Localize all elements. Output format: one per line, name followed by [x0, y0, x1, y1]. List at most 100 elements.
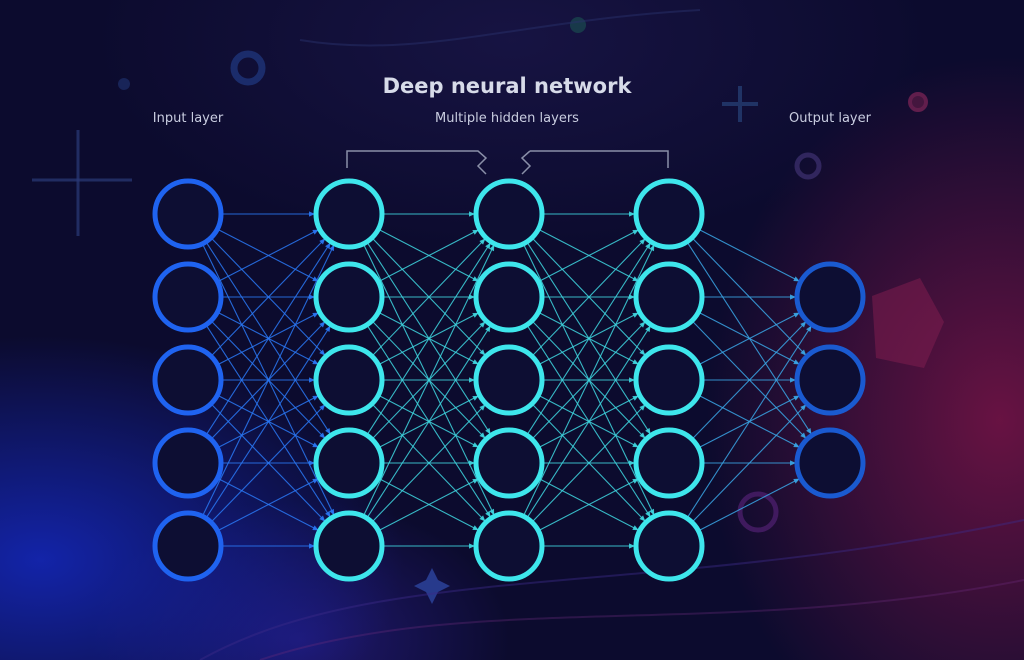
connection-arrowhead	[469, 460, 475, 466]
connection-line	[526, 326, 651, 519]
output-node	[794, 344, 866, 416]
connection-arrowhead	[489, 244, 495, 252]
connection-line	[217, 229, 319, 283]
connection-line	[210, 404, 325, 523]
connection-line	[698, 311, 800, 365]
connection-arrowhead	[639, 515, 646, 522]
connection-line	[538, 394, 639, 448]
connection-arrowhead	[793, 478, 800, 484]
connection-arrowhead	[629, 460, 635, 466]
connection-line	[205, 326, 331, 519]
connection-arrowhead	[319, 238, 326, 245]
connection-arrowhead	[479, 321, 486, 328]
connection-line	[538, 311, 639, 365]
connection-arrowhead	[645, 325, 651, 333]
connection-arrowhead	[485, 242, 491, 250]
connection-arrowhead	[800, 349, 807, 356]
connection-arrowhead	[485, 427, 491, 435]
hidden-node	[633, 261, 705, 333]
hidden-node	[313, 178, 385, 250]
connection-line	[691, 404, 806, 523]
connection-line	[217, 477, 319, 531]
hidden-node	[633, 510, 705, 582]
connection-arrowhead	[632, 395, 639, 401]
connection-arrowhead	[312, 359, 319, 365]
input-node	[152, 510, 224, 582]
connection-line	[378, 477, 479, 531]
swoosh-decor-3	[299, 9, 701, 47]
nodes-group	[152, 178, 866, 582]
connection-line	[210, 238, 325, 357]
connection-arrowhead	[649, 244, 655, 252]
connection-arrowhead	[479, 404, 486, 411]
connection-arrowhead	[793, 395, 800, 401]
hidden-node	[473, 510, 545, 582]
connection-arrowhead	[479, 432, 486, 439]
ring-decor-3	[737, 491, 779, 533]
connection-line	[698, 312, 800, 366]
connection-arrowhead	[639, 404, 646, 411]
connection-arrowhead	[793, 276, 800, 282]
connection-arrowhead	[489, 508, 495, 516]
connection-arrowhead	[472, 359, 479, 365]
star-decor	[414, 568, 450, 604]
connection-arrowhead	[800, 321, 807, 328]
hidden-node	[473, 427, 545, 499]
connection-arrowhead	[472, 312, 479, 318]
ring-decor-2	[794, 152, 822, 180]
connection-line	[538, 229, 639, 283]
connection-arrowhead	[319, 432, 326, 439]
diagram-title: Deep neural network	[382, 74, 632, 98]
connection-arrowhead	[309, 377, 315, 383]
connections-group	[201, 211, 812, 549]
connection-line	[686, 326, 812, 519]
connection-arrowhead	[319, 404, 326, 411]
connection-line	[201, 245, 335, 517]
connection-arrowhead	[325, 325, 331, 332]
hidden-node	[633, 344, 705, 416]
connection-arrowhead	[649, 508, 655, 516]
connection-line	[538, 478, 639, 532]
connection-arrowhead	[319, 321, 326, 328]
connection-arrowhead	[312, 312, 319, 318]
hidden-node	[313, 261, 385, 333]
connection-arrowhead	[806, 325, 812, 332]
connection-arrowhead	[485, 325, 491, 333]
dot-decor-1	[908, 92, 928, 112]
connection-arrowhead	[793, 359, 800, 365]
connection-arrowhead	[645, 242, 651, 250]
connection-arrowhead	[319, 349, 326, 356]
hidden-node	[313, 510, 385, 582]
hidden-node	[473, 178, 545, 250]
connection-line	[538, 477, 639, 531]
connection-arrowhead	[329, 244, 335, 252]
connection-arrowhead	[793, 442, 800, 448]
connection-arrowhead	[329, 508, 335, 516]
connection-arrowhead	[632, 478, 639, 484]
connection-arrowhead	[485, 510, 491, 518]
connection-line	[698, 228, 800, 282]
connection-arrowhead	[472, 229, 479, 235]
output-layer-label: Output layer	[789, 111, 871, 126]
connection-arrowhead	[469, 294, 475, 300]
connection-line	[371, 320, 486, 439]
input-layer-label: Input layer	[152, 111, 224, 126]
connection-line	[698, 394, 800, 448]
connection-arrowhead	[472, 525, 479, 531]
hidden-layers-bracket	[346, 150, 669, 175]
connection-arrowhead	[319, 515, 326, 522]
connection-arrowhead	[629, 294, 635, 300]
connection-arrowhead	[309, 211, 315, 217]
connection-line	[531, 320, 646, 439]
connection-arrowhead	[312, 395, 319, 401]
output-node	[794, 261, 866, 333]
connection-arrowhead	[790, 294, 796, 300]
connection-line	[378, 228, 479, 282]
connection-line	[210, 237, 325, 356]
connection-line	[217, 311, 319, 365]
connection-arrowhead	[645, 427, 651, 435]
connection-line	[526, 243, 651, 436]
connection-arrowhead	[632, 442, 639, 448]
ring-decor-1	[230, 50, 266, 86]
bracket-line	[346, 150, 669, 175]
